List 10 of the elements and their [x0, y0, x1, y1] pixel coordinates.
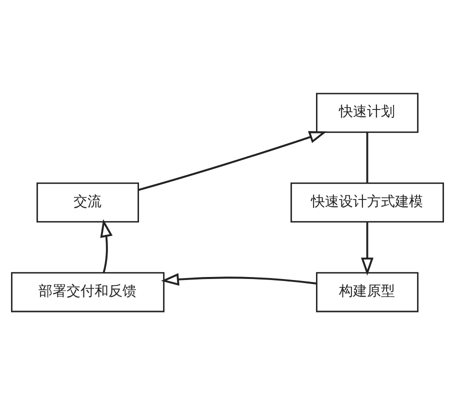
node-box: 部署交付和反馈	[11, 272, 164, 312]
node-box: 快速设计方式建模	[290, 182, 444, 223]
node-box: 交流	[36, 182, 139, 223]
node-box: 快速计划	[316, 92, 418, 133]
arrow	[138, 131, 328, 191]
arrow	[360, 222, 374, 276]
connector	[366, 132, 368, 183]
node-box: 构建原型	[316, 272, 418, 312]
arrow	[160, 273, 317, 286]
arrow	[100, 219, 113, 273]
